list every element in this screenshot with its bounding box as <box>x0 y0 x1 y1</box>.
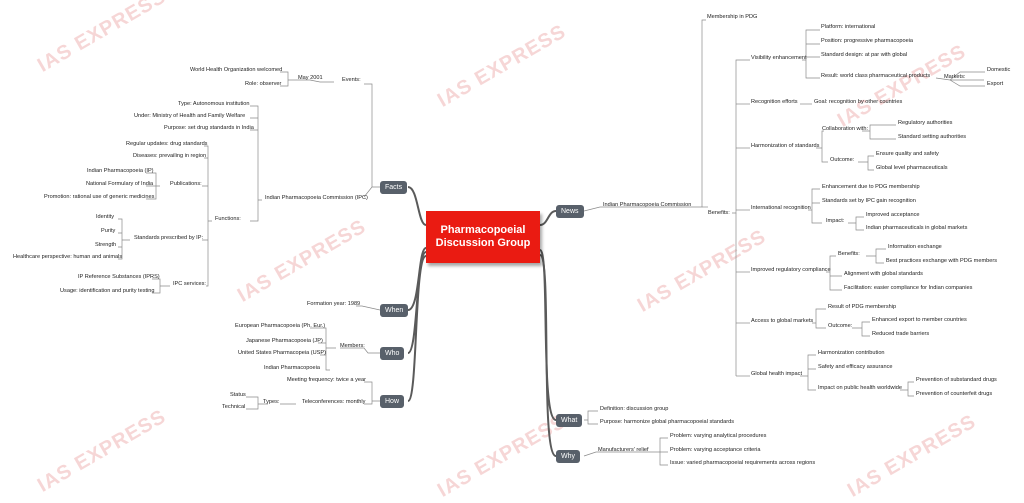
node-recognition[interactable]: Recognition efforts <box>751 99 798 105</box>
node-diseases[interactable]: Diseases: prevailing in region <box>133 153 207 159</box>
node-problem-1[interactable]: Problem: varying analytical procedures <box>670 433 767 439</box>
node-enh-export[interactable]: Enhanced export to member countries <box>872 317 967 323</box>
node-teleconferences[interactable]: Teleconferences: monthly <box>302 399 366 405</box>
node-nfi[interactable]: National Formulary of India <box>86 181 154 187</box>
node-benefits2[interactable]: Benefits: <box>838 251 860 257</box>
node-purpose[interactable]: Purpose: harmonize global pharmacopoeial… <box>600 419 735 425</box>
node-improved-acc[interactable]: Improved acceptance <box>866 212 920 218</box>
node-safety[interactable]: Safety and efficacy assurance <box>818 364 893 370</box>
node-ipc[interactable]: Indian Pharmacopoeia Commission <box>603 202 692 208</box>
node-publications[interactable]: Publications: <box>170 181 202 187</box>
node-collab[interactable]: Collaboration with: <box>822 126 869 132</box>
node-harmonization[interactable]: Harmonization of standards <box>751 143 820 149</box>
node-japanese-pharmacopoeia[interactable]: Japanese Pharmacopoeia (JP) <box>246 338 323 344</box>
branch-when[interactable]: When <box>380 304 409 317</box>
node-position[interactable]: Position: progressive pharmacopoeia <box>821 38 914 44</box>
node-indian-pharma[interactable]: Indian pharmaceuticals in global markets <box>866 225 968 231</box>
node-who-welcomed[interactable]: World Health Organization welcomed <box>190 67 283 73</box>
node-design[interactable]: Standard design: at par with global <box>821 52 908 58</box>
node-indian-pharmacopoeia[interactable]: Indian Pharmacopoeia <box>264 365 320 371</box>
node-access[interactable]: Access to global markets <box>751 318 814 324</box>
node-outcome[interactable]: Outcome: <box>830 157 855 163</box>
node-standards-ipc[interactable]: Standards set by IPC gain recognition <box>822 198 916 204</box>
branch-why[interactable]: Why <box>556 450 580 463</box>
branch-what[interactable]: What <box>556 414 583 427</box>
node-info[interactable]: Information exchange <box>888 244 942 250</box>
node-platform[interactable]: Platform: international <box>821 24 876 30</box>
node-strength[interactable]: Strength <box>95 242 117 248</box>
node-goal[interactable]: Goal: recognition by other countries <box>814 99 903 105</box>
node-usage[interactable]: Usage: identification and purity testing <box>60 288 155 294</box>
central-topic[interactable]: Pharmacopoeial Discussion Group <box>426 211 540 263</box>
node-promotion[interactable]: Promotion: rational use of generic medic… <box>44 194 155 200</box>
node-iprs[interactable]: IP Reference Substances (IPRS) <box>78 274 160 280</box>
node-result[interactable]: Result: world class pharmaceutical produ… <box>821 73 931 79</box>
node-status[interactable]: Status <box>230 392 246 398</box>
node-quality[interactable]: Ensure quality and safety <box>876 151 939 157</box>
node-substandard[interactable]: Prevention of substandard drugs <box>916 377 997 383</box>
node-domestic[interactable]: Domestic <box>987 67 1011 73</box>
node-outcome2[interactable]: Outcome: <box>828 323 853 329</box>
node-problem-2[interactable]: Problem: varying acceptance criteria <box>670 447 761 453</box>
branch-news[interactable]: News <box>556 205 584 218</box>
node-usp[interactable]: United States Pharmacopeia (USP) <box>238 350 326 356</box>
node-alignment[interactable]: Alignment with global standards <box>844 271 923 277</box>
node-issue[interactable]: Issue: varied pharmacopoeial requirement… <box>670 460 816 466</box>
node-harm-contrib[interactable]: Harmonization contribution <box>818 350 885 356</box>
node-enh-pdg[interactable]: Enhancement due to PDG membership <box>822 184 920 190</box>
node-eu-pharmacopoeia[interactable]: European Pharmacopoeia (Ph. Eur.) <box>235 323 326 329</box>
node-benefits[interactable]: Benefits: <box>708 210 730 216</box>
node-events[interactable]: Events: <box>342 77 361 83</box>
mindmap-connectors <box>118 19 985 466</box>
node-ipc-services[interactable]: IPC services: <box>173 281 206 287</box>
node-setting[interactable]: Standard setting authorities <box>898 134 967 140</box>
node-role[interactable]: Role: observer <box>245 81 282 87</box>
node-impact[interactable]: Impact: <box>826 218 845 224</box>
node-facilitation[interactable]: Facilitation: easier compliance for Indi… <box>844 285 973 291</box>
node-global-level[interactable]: Global level pharmaceuticals <box>876 165 948 171</box>
node-meeting[interactable]: Meeting frequency: twice a year <box>287 377 366 383</box>
node-reduced[interactable]: Reduced trade barriers <box>872 331 930 337</box>
node-may-2001[interactable]: May 2001 <box>298 75 323 81</box>
node-technical[interactable]: Technical <box>222 404 246 410</box>
node-relief[interactable]: Manufacturers' relief <box>598 447 649 453</box>
node-result-pdg[interactable]: Result of PDG membership <box>828 304 897 310</box>
node-types[interactable]: Types: <box>263 399 280 405</box>
node-identity[interactable]: Identity <box>96 214 115 220</box>
branch-how[interactable]: How <box>380 395 405 408</box>
node-export[interactable]: Export <box>987 81 1004 87</box>
node-improved-reg[interactable]: Improved regulatory compliance <box>751 267 831 273</box>
node-public[interactable]: Impact on public health worldwide <box>818 385 902 391</box>
node-regulatory[interactable]: Regulatory authorities <box>898 120 953 126</box>
node-purity[interactable]: Purity <box>101 228 116 234</box>
node-under[interactable]: Under: Ministry of Health and Family Wel… <box>134 113 246 119</box>
node-global-health[interactable]: Global health impact <box>751 371 802 377</box>
branch-facts[interactable]: Facts <box>380 181 408 194</box>
branch-who[interactable]: Who <box>380 347 405 360</box>
node-markets[interactable]: Markets: <box>944 74 966 80</box>
node-purpose-facts[interactable]: Purpose: set drug standards in India <box>164 125 254 131</box>
node-best[interactable]: Best practices exchange with PDG members <box>886 258 997 264</box>
node-type[interactable]: Type: Autonomous institution <box>178 101 250 107</box>
node-formation[interactable]: Formation year: 1989 <box>307 301 361 307</box>
node-definition[interactable]: Definition: discussion group <box>600 406 669 412</box>
node-intl[interactable]: International recognition <box>751 205 811 211</box>
node-ipc-facts[interactable]: Indian Pharmacopoeia Commission (IPC) <box>265 195 368 201</box>
node-membership[interactable]: Membership in PDG <box>707 14 758 20</box>
node-healthcare[interactable]: Healthcare perspective: human and animal… <box>13 254 123 260</box>
node-visibility[interactable]: Visibility enhancement <box>751 55 807 61</box>
node-functions[interactable]: Functions: <box>215 216 241 222</box>
node-counterfeit[interactable]: Prevention of counterfeit drugs <box>916 391 993 397</box>
node-regular[interactable]: Regular updates: drug standards <box>126 141 208 147</box>
node-standards-ip[interactable]: Standards prescribed by IP: <box>134 235 204 241</box>
node-members[interactable]: Members: <box>340 343 365 349</box>
node-ip[interactable]: Indian Pharmacopoeia (IP) <box>87 168 154 174</box>
